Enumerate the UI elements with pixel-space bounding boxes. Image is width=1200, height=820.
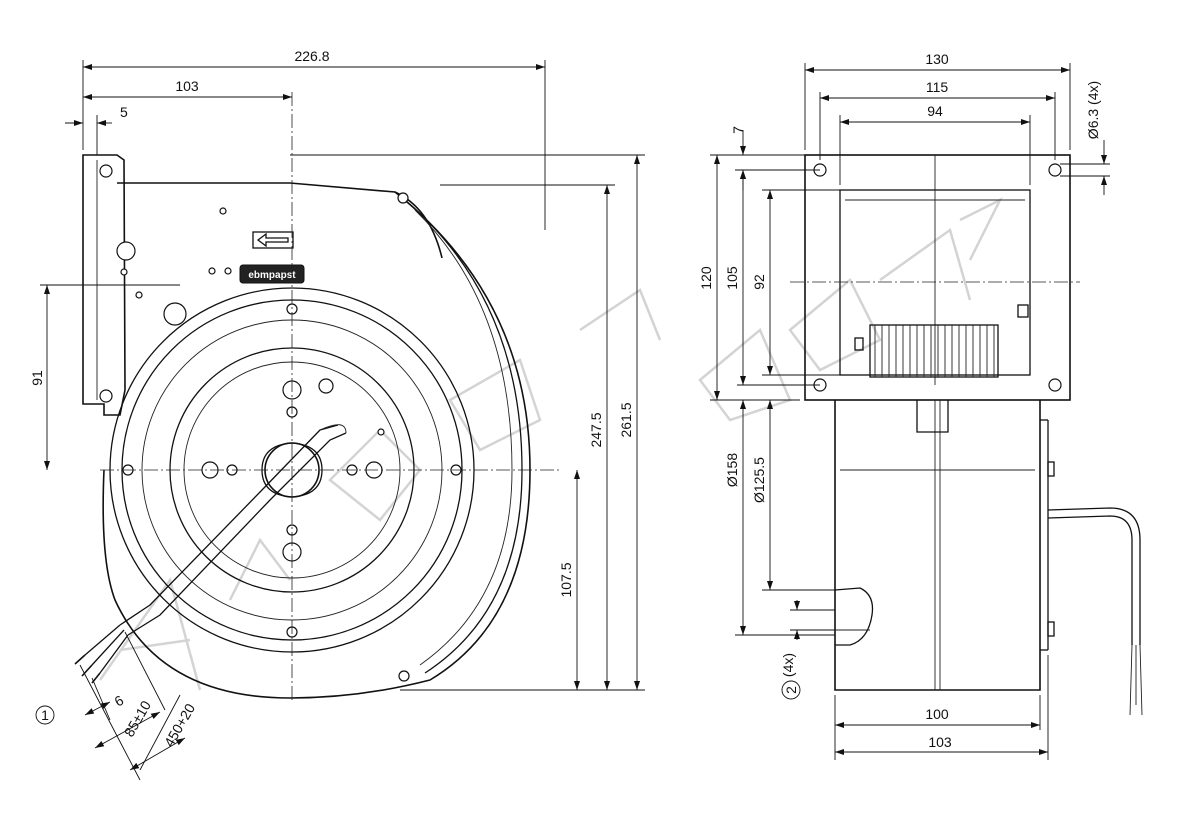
dim-hole-spacing-height: 105 [724,266,740,290]
dim-height-to-axis: 247.5 [588,412,604,447]
dim-hole-spacing-width: 115 [926,79,949,95]
side-dimensions: 130 115 94 7 Ø6.3 (4x) 120 105 [698,51,1110,760]
front-panel [117,182,443,259]
side-bracket [916,400,949,433]
dim-housing-diameter: Ø158 [724,453,740,487]
dim-flange-width: 130 [925,51,949,67]
side-hole-tr [1048,163,1062,177]
side-housing [834,400,1041,691]
side-cable [1047,507,1141,645]
front-flange [82,154,126,416]
scroll-housing-outer [102,191,531,699]
rotation-arrow-plate [252,231,294,249]
impeller [869,324,999,378]
mount-hole-top [99,164,113,178]
dim-flange-height: 120 [698,266,714,290]
cable [119,424,339,626]
side-hole-br [1048,378,1062,392]
callout-1: 1 [41,707,49,723]
dim-motor-diameter: Ø125.5 [751,457,767,503]
brand-label: ebmpapst [248,270,296,281]
dim-flange-thickness: 5 [120,104,128,120]
rotation-arrow-icon [256,232,289,248]
callout-2-circle [781,680,801,700]
dim-outlet-height: 91 [29,370,45,386]
dim-outlet-height: 92 [751,274,767,290]
dim-body-width: 103 [928,734,952,750]
brand-plate [239,264,305,284]
dim-lead-long: 450+20 [161,701,199,750]
dim-hole-diameter: Ø6.3 (4x) [1085,81,1101,139]
dim-overall-height: 261.5 [618,402,634,437]
callout-2-qty: (4x) [780,653,796,677]
dim-lead-short: 85±10 [121,698,154,740]
dim-motor-width: 100 [925,706,949,722]
side-mount-detail [834,587,874,646]
dim-axis-offset: 103 [175,78,199,94]
mount-hole-bottom [99,389,113,403]
side-flange [804,154,1071,401]
callout-2: 2 [783,686,799,694]
front-view: ebmpapst [74,92,560,700]
dim-flange-edge: 7 [730,126,746,134]
dim-overall-width: 226.8 [294,48,329,64]
panel-hole-1 [116,241,136,261]
callout-1-circle [35,705,55,725]
dim-lead-strip: 6 [112,692,127,710]
dim-outlet-width: 94 [927,103,943,119]
watermark [98,197,1003,691]
side-view [790,154,1143,716]
panel-hole-2 [163,302,187,326]
dim-axis-to-bottom: 107.5 [558,562,574,597]
